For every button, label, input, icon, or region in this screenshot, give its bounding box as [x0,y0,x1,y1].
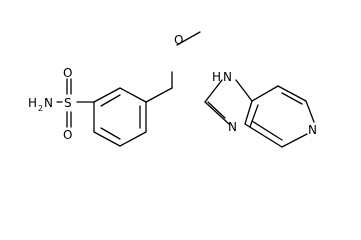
imidazole-h-label: H [212,70,221,84]
methoxy-bonds [145,31,201,103]
pyridine-ring [244,85,315,148]
pyridine-n-label: N [308,123,317,137]
oxygen-top-label: O [63,66,72,80]
chemical-structure: S O O H 2 N O H N N N [28,31,317,148]
amine-n-label: N [44,96,53,110]
amine-h-count-label: 2 [38,104,43,113]
oxygen-bottom-label: O [63,128,72,142]
methoxy-oxygen-label: O [174,33,183,47]
imidazole-ring [204,79,259,128]
imidazole-nh-label: N [223,70,232,84]
benzene-ring [93,87,147,147]
amine-h-label: H [28,96,37,110]
sulfonamide-bonds [56,78,95,128]
sulfur-label: S [64,96,72,110]
imidazole-n-label: N [228,120,237,134]
